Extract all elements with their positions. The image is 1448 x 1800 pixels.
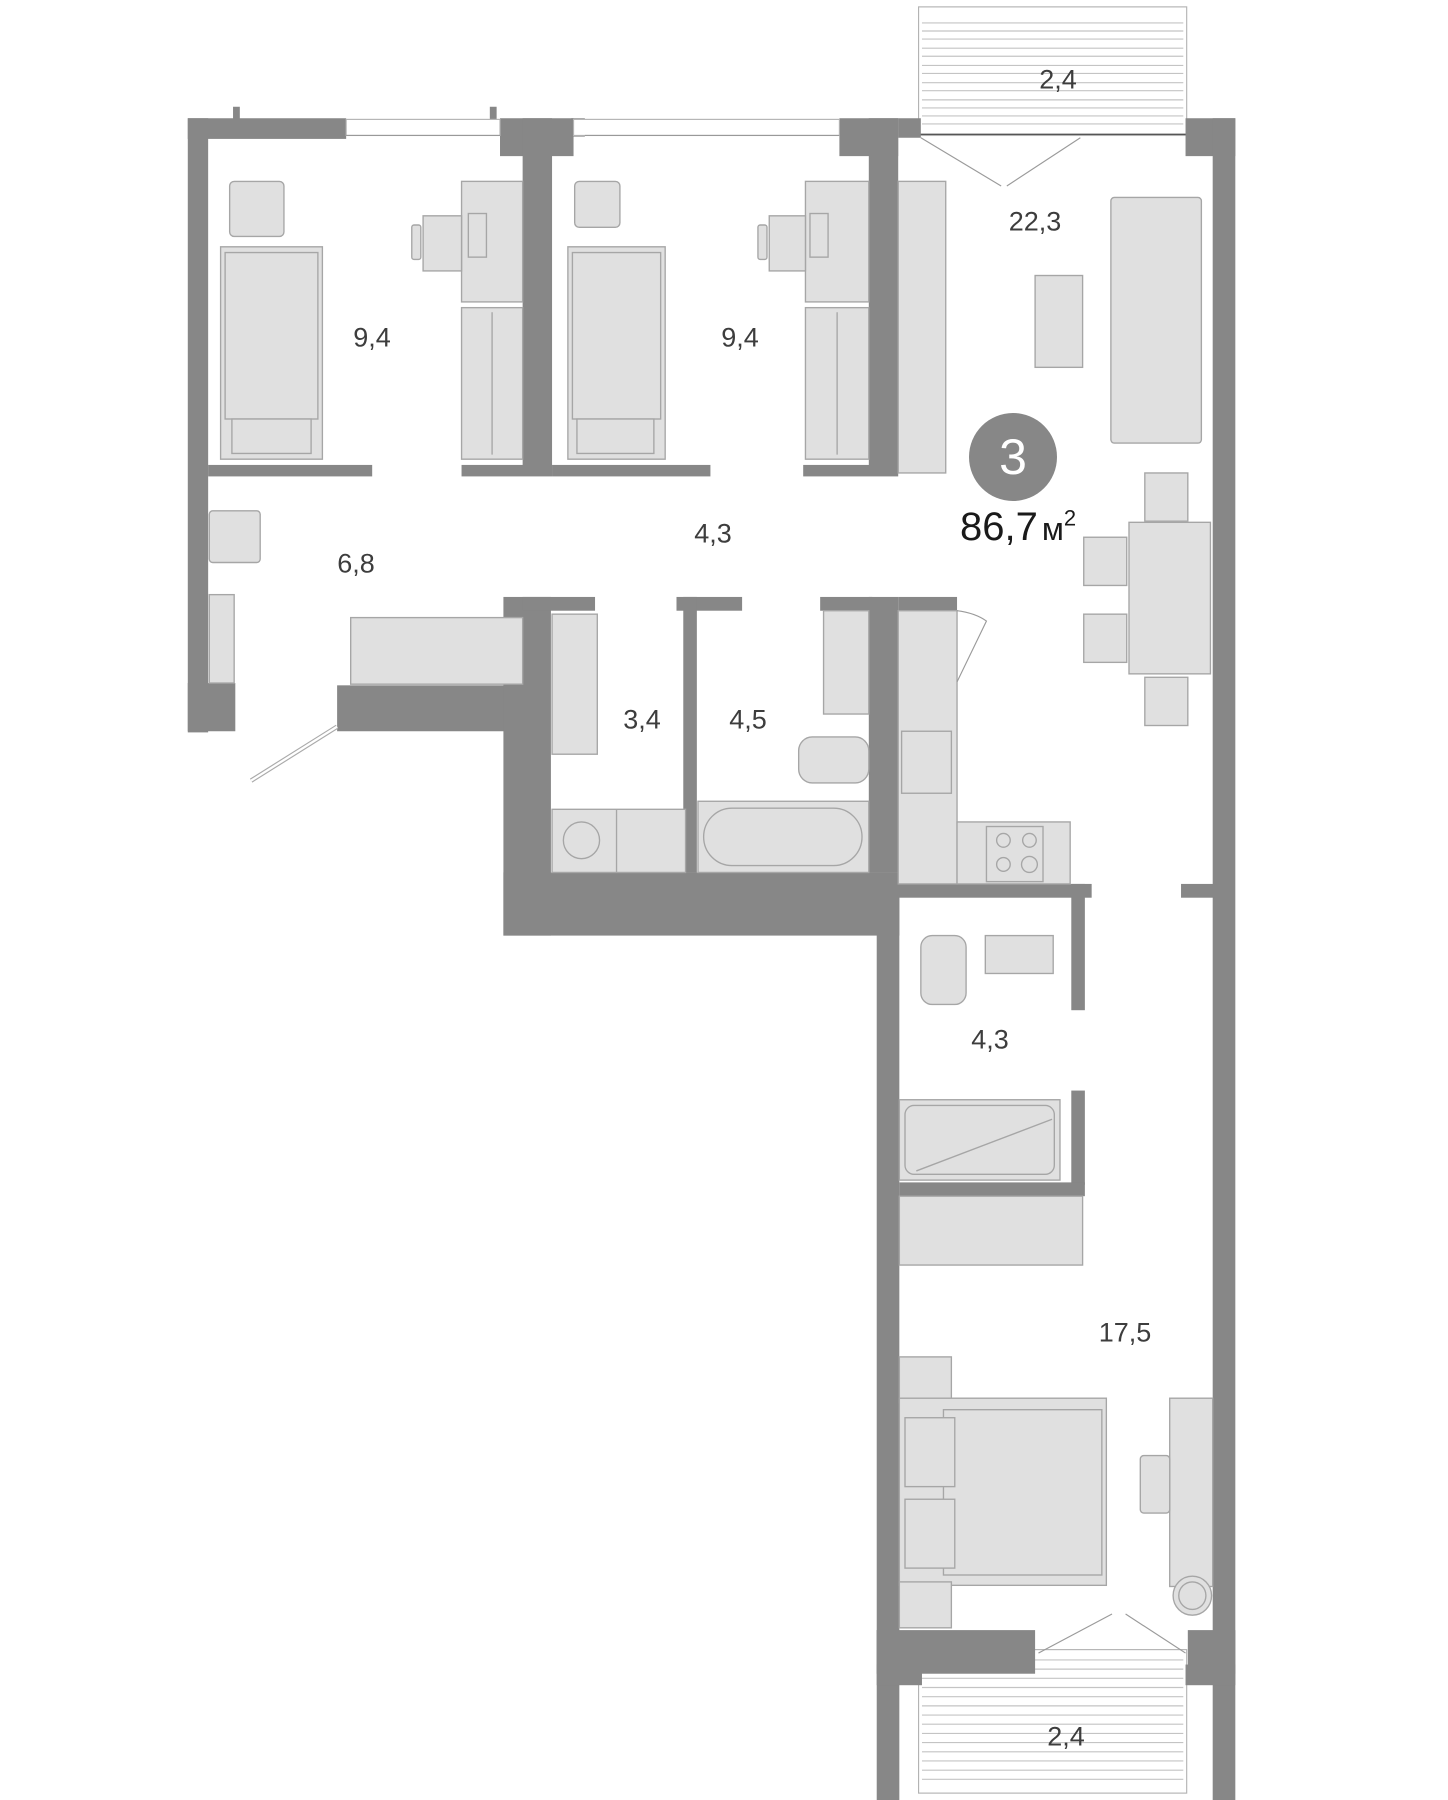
balcony-top: [918, 6, 1188, 137]
bedroom-1-furniture: [219, 180, 524, 460]
total-area-unit-power: 2: [1063, 505, 1077, 531]
room-area-storage: 3,4: [623, 704, 661, 735]
room-area-living-kitchen: 22,3: [1008, 206, 1062, 237]
room-count-badge: 3: [969, 413, 1057, 501]
room-area-balcony-top: 2,4: [1039, 64, 1077, 95]
bathroom-2-fixtures: [898, 934, 1084, 1266]
hallway-furniture: [208, 510, 524, 685]
total-area-value: 86,7: [960, 505, 1038, 549]
master-bedroom-furniture: [898, 1356, 1214, 1629]
bedroom-2-furniture: [567, 180, 870, 460]
kitchen-fixtures: [897, 610, 1071, 885]
room-area-bathroom-1: 4,5: [729, 704, 767, 735]
room-area-hallway: 6,8: [337, 548, 375, 579]
room-area-corridor: 4,3: [694, 518, 732, 549]
room-area-bathroom-2: 4,3: [971, 1024, 1009, 1055]
room-area-bedroom-2: 9,4: [721, 322, 759, 353]
bathroom-1-fixtures: [551, 610, 870, 874]
living-room-furniture: [897, 180, 1212, 727]
room-area-balcony-bottom: 2,4: [1047, 1721, 1085, 1752]
total-area-unit: м: [1041, 511, 1064, 547]
room-area-master-bedroom: 17,5: [1098, 1317, 1152, 1348]
walls: [187, 106, 1236, 1800]
windows: [249, 118, 1186, 1654]
room-area-bedroom-1: 9,4: [353, 322, 391, 353]
